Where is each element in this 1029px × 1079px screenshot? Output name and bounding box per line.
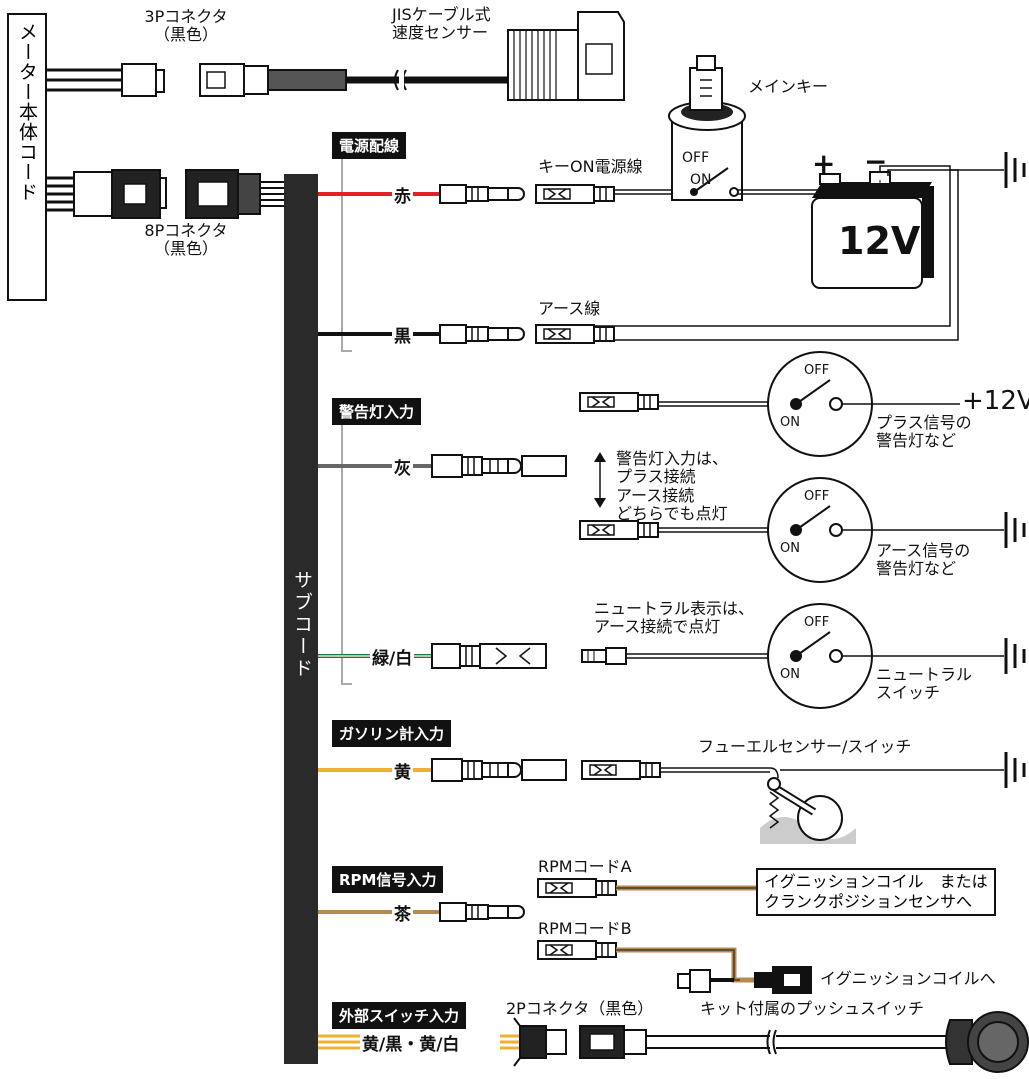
main-key-switch: [668, 55, 820, 201]
wire-label-green-white: 緑/白: [370, 644, 415, 669]
connector-3p: [46, 63, 508, 97]
brown-wire: [318, 902, 525, 922]
rpm-cord-a-label: RPMコードA: [538, 857, 632, 876]
key-on-text: ON: [690, 172, 712, 188]
yellow-wire: [318, 758, 779, 782]
red-wire: [318, 184, 694, 204]
section-fuel: ガソリン計入力: [332, 720, 452, 747]
wire-label-ext: 黄/黒・黄/白: [360, 1030, 462, 1055]
wire-label-brown: 茶: [392, 900, 413, 925]
wire-label-gray: 灰: [392, 454, 413, 479]
connector-2p-label: 2Pコネクタ（黒色）: [506, 999, 654, 1018]
neutral-switch-label: ニュートラルスイッチ: [876, 665, 973, 703]
push-switch-label: キット付属のプッシュスイッチ: [700, 999, 925, 1018]
to-ignition-label: イグニッションコイルへ: [820, 969, 996, 988]
ignition-or-crank-box: イグニッションコイル またはクランクポジションセンサへ: [756, 868, 996, 916]
sub-cord-label: サブコード: [291, 570, 313, 680]
warning-bracket: [341, 412, 352, 685]
section-power: 電源配線: [332, 132, 407, 159]
warn1-off: OFF: [804, 363, 830, 378]
meter-cord-label: メーター本体コード: [16, 22, 38, 202]
rpm-cord-a: [537, 878, 756, 898]
speed-sensor-label: JISケーブル式速度センサー: [392, 5, 491, 43]
section-ext-switch: 外部スイッチ入力: [332, 1002, 467, 1029]
sub-cord-bar: [284, 174, 318, 1064]
warn2-off: OFF: [804, 489, 830, 504]
wire-label-black: 黒: [392, 322, 413, 347]
plus-signal-label: プラス信号の警告灯など: [876, 413, 972, 451]
wire-label-yellow: 黄: [392, 758, 413, 783]
rpm-cord-b-label: RPMコードB: [538, 919, 632, 938]
wire-label-red: 赤: [392, 182, 413, 207]
green-white-wire: [318, 603, 1026, 709]
section-warning: 警告灯入力: [332, 398, 422, 425]
section-rpm: RPM信号入力: [332, 866, 444, 893]
connector-3p-label: 3Pコネクタ（黒色）: [144, 7, 228, 45]
ext-switch-wire: [318, 1017, 970, 1067]
main-key-label: メインキー: [748, 77, 829, 96]
warning-ground-circuit: [579, 477, 1026, 583]
neutral-off: OFF: [804, 615, 830, 630]
battery-plus: +: [812, 147, 836, 180]
warn2-on: ON: [780, 541, 800, 556]
push-switch: [945, 1011, 1029, 1073]
connector-8p-label: 8Pコネクタ（黒色）: [144, 221, 228, 259]
key-on-power-label: キーON電源線: [538, 157, 643, 176]
neutral-on: ON: [780, 667, 800, 682]
neutral-note: ニュートラル表示は、アース接続で点灯: [594, 599, 755, 637]
speed-sensor: [507, 11, 625, 101]
plus-12v-label: +12V: [962, 386, 1029, 416]
meter-cord-box: [7, 13, 47, 301]
fuel-sensor-label: フューエルセンサー/スイッチ: [698, 737, 912, 756]
warning-plus-circuit: [579, 351, 960, 457]
rpm-cord-b: [537, 940, 812, 994]
fuel-sensor: [760, 750, 1026, 844]
connector-8p: [46, 169, 284, 219]
warning-note: 警告灯入力は、 プラス接続 アース接続 どちらでも点灯: [616, 449, 729, 524]
gray-wire: [318, 454, 567, 478]
power-bracket: [341, 145, 352, 352]
ground-signal-label: アース信号の警告灯など: [876, 541, 971, 579]
black-wire: [318, 324, 615, 344]
key-off-text: OFF: [682, 150, 710, 166]
double-arrow: [594, 452, 606, 508]
battery: [540, 150, 1026, 341]
warn1-on: ON: [780, 415, 800, 430]
battery-voltage: 12V: [838, 219, 921, 263]
battery-minus: −: [864, 145, 888, 178]
ground-wire-label: アース線: [538, 299, 601, 318]
